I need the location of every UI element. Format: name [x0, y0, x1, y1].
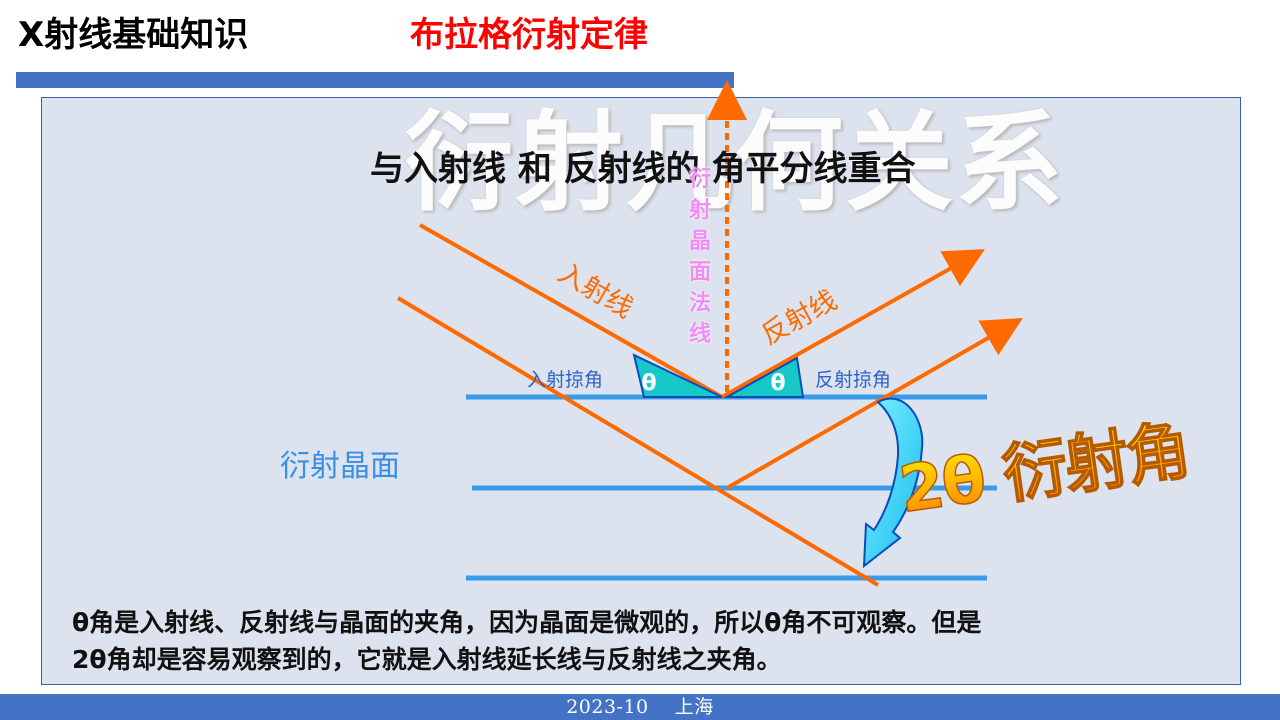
theta-wedge-incident: [632, 353, 723, 398]
crystal-plane-label: 衍射晶面: [280, 449, 400, 484]
plane-normal-label: 衍射晶面法线: [688, 167, 711, 347]
theta-symbol-incident: θ: [641, 371, 656, 396]
theta-symbol-reflected: θ: [770, 371, 785, 396]
reflected-ray-1: [721, 249, 985, 399]
incident-ray-1: [419, 223, 723, 399]
incident-glancing-angle-label: 入射掠角: [527, 369, 603, 391]
incident-ray-2: [396, 296, 880, 587]
incident-ray-label: 入射线: [553, 257, 639, 324]
description-line-1: θ角是入射线、反射线与晶面的夹角，因为晶面是微观的，所以θ角不可观察。但是: [72, 608, 982, 637]
diffraction-angle-callout: 2θ 衍射角: [894, 413, 1194, 528]
reflected-glancing-angle-label: 反射掠角: [815, 369, 891, 391]
title-underline-bar: [16, 72, 734, 88]
description: θ角是入射线、反射线与晶面的夹角，因为晶面是微观的，所以θ角不可观察。但是 2θ…: [72, 604, 1242, 678]
slide-subtitle: 布拉格衍射定律: [410, 15, 648, 55]
footer-text: 2023-10 上海: [566, 696, 714, 718]
headline: 与入射线 和 反射线的 角平分线重合: [370, 149, 916, 189]
description-line-2: 2θ角却是容易观察到的，它就是入射线延长线与反射线之夹角。: [72, 645, 782, 674]
reflected-ray-2: [726, 318, 1023, 490]
diffraction-angle-text: 2θ 衍射角: [895, 414, 1193, 528]
footer-bar: [0, 694, 1280, 720]
theta-wedge-reflected: [723, 356, 805, 398]
curved-arrow-icon: [862, 397, 924, 569]
reflected-ray-label: 反射线: [756, 285, 842, 351]
watermark-text: 衍射几何关系: [405, 101, 1066, 226]
slide-title: X射线基础知识: [18, 15, 249, 55]
diagram-panel: [41, 97, 1241, 685]
